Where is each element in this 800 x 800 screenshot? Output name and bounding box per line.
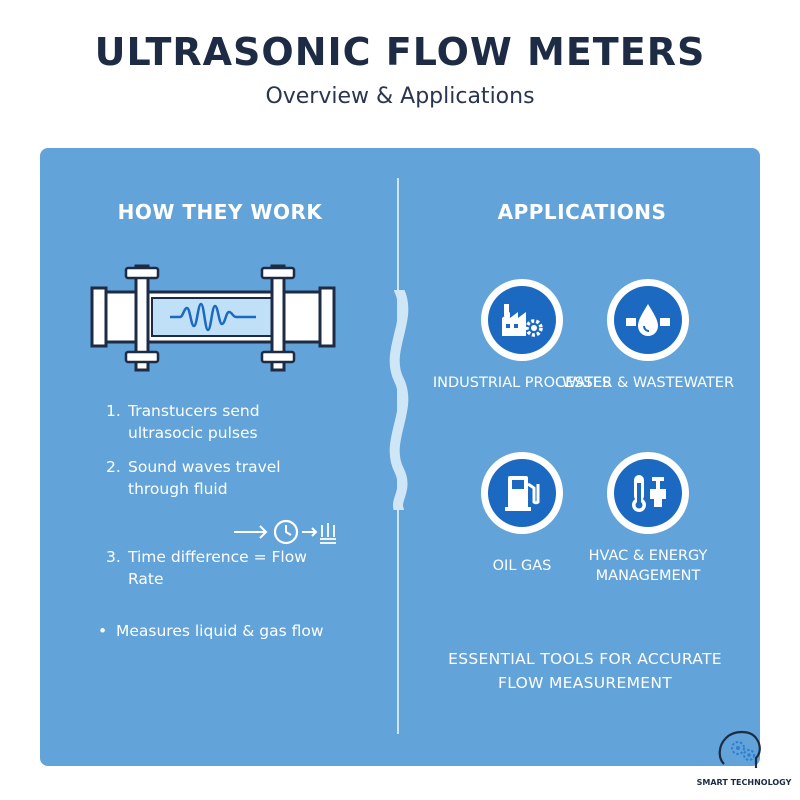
step-2-text: Sound waves travel through fluid [128,458,281,498]
page-title: ULTRASONIC FLOW METERS [94,30,706,74]
step-3-text: Time difference = Flow Rate [128,548,307,588]
app-hvac: HVAC & ENERGY MANAGEMENT [558,452,738,586]
page-subtitle: Overview & Applications [265,84,535,109]
bullet-dot: • [98,622,108,640]
step-3-number: 3. [106,548,121,566]
step-1-text: Transtucers send ultrasocic pulses [128,402,260,442]
applications-heading: APPLICATIONS [497,200,667,224]
brand-logo: SMART TECHNOLOGY [692,728,796,787]
factory-gear-icon [502,304,543,337]
brain-gear-icon [718,730,761,768]
app-water-label: WATER & WASTEWATER [561,375,735,391]
pipe-sensor-icon [90,264,336,372]
fuel-pump-icon [505,476,540,511]
app-water: WATER & WASTEWATER [558,279,738,393]
tagline: ESSENTIAL TOOLS FOR ACCURATE FLOW MEASUR… [448,650,722,692]
brand-text: SMART TECHNOLOGY [696,778,792,787]
how-they-work-heading: HOW THEY WORK [117,200,323,224]
water-drop-pipe-icon [626,304,670,336]
app-oil-gas-label: OIL GAS [492,558,552,574]
thermometer-valve-icon [632,475,666,512]
wave-divider-icon [389,290,409,510]
timer-arrow-icon [234,519,336,545]
app-industrial-label: INDUSTRIAL PROCESSES [432,375,612,391]
app-industrial: INDUSTRIAL PROCESSES [432,279,612,393]
step-1-number: 1. [106,402,121,420]
step-2-number: 2. [106,458,121,476]
app-oil-gas: OIL GAS [432,452,612,576]
app-hvac-label: HVAC & ENERGY MANAGEMENT [588,548,708,584]
bullet-text: Measures liquid & gas flow [116,622,324,640]
